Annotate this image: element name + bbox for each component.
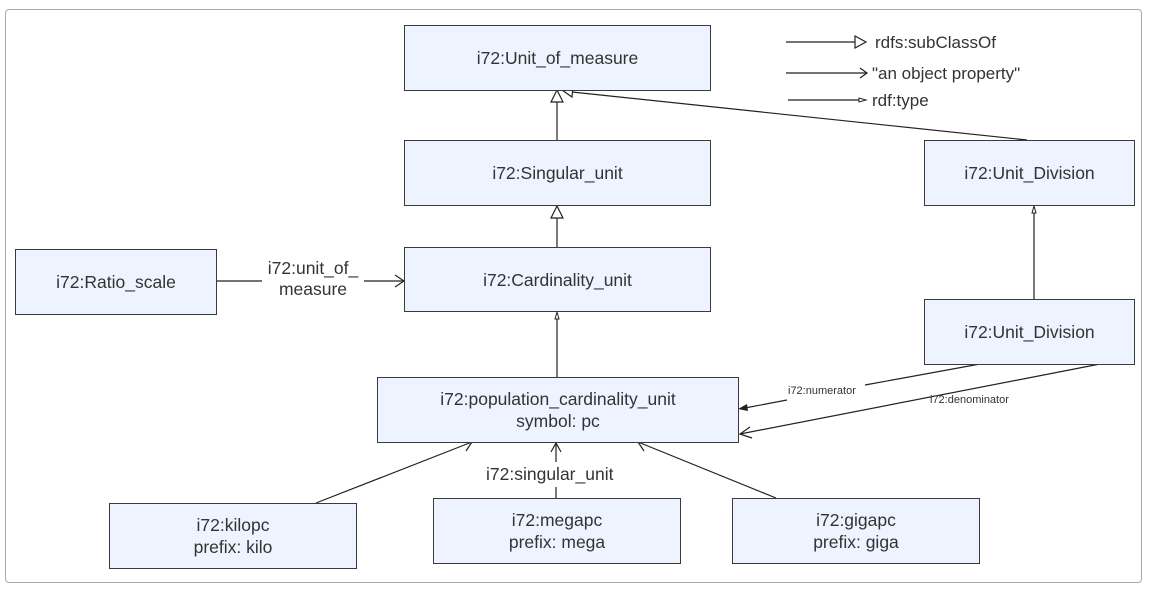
- node-label: i72:gigapc: [816, 510, 896, 530]
- node-label: i72:kilopc: [196, 515, 270, 535]
- node-cardinality-unit[interactable]: i72:Cardinality_unit: [404, 247, 711, 312]
- node-label: i72:Unit_Division: [964, 163, 1095, 183]
- edge-label-unit-of-measure: i72:unit_of_ measure: [262, 258, 364, 300]
- small-arrowhead-icon: [1031, 204, 1037, 214]
- edge-label-numerator: i72:numerator: [788, 385, 856, 397]
- diagram-frame: [5, 9, 1142, 583]
- node-sublabel: prefix: mega: [508, 532, 606, 552]
- node-singular-unit[interactable]: i72:Singular_unit: [404, 140, 711, 206]
- filled-arrowhead-icon: [738, 404, 748, 411]
- open-arrowhead-icon: [859, 67, 869, 79]
- legend-objectproperty-label: "an object property": [872, 64, 1021, 83]
- node-label: i72:Singular_unit: [492, 163, 623, 183]
- edge-unit-division-to-unit-of-measure: [571, 91, 1028, 141]
- edge-label-line: i72:unit_of_: [267, 258, 359, 278]
- hollow-arrowhead-icon: [550, 88, 564, 103]
- node-unit-division-top[interactable]: i72:Unit_Division: [924, 140, 1135, 206]
- node-sublabel: prefix: giga: [813, 532, 899, 552]
- open-arrowhead-icon: [550, 441, 562, 453]
- node-label: i72:population_cardinality_unit: [440, 389, 676, 409]
- edge-label-singular-unit: i72:singular_unit: [486, 464, 614, 485]
- small-arrowhead-icon: [554, 310, 560, 320]
- node-label: i72:Ratio_scale: [56, 272, 176, 292]
- node-ratio-scale[interactable]: i72:Ratio_scale: [15, 249, 217, 315]
- edge-gigapc: [637, 441, 777, 499]
- edge-label-denominator: i72:denominator: [930, 394, 1009, 406]
- edge-denominator: [739, 363, 1101, 435]
- open-arrowhead-icon: [738, 426, 753, 439]
- node-sublabel: prefix: kilo: [193, 537, 273, 557]
- node-label: i72:Unit_Division: [964, 322, 1095, 342]
- edge-label-line: measure: [278, 279, 348, 299]
- node-unit-of-measure[interactable]: i72:Unit_of_measure: [404, 25, 711, 91]
- node-kilopc[interactable]: i72:kilopc prefix: kilo: [109, 503, 357, 569]
- legend-subclassof-label: rdfs:subClassOf: [875, 33, 996, 52]
- node-population-cardinality-unit[interactable]: i72:population_cardinality_unit symbol: …: [377, 377, 739, 443]
- hollow-arrowhead-icon: [550, 204, 564, 219]
- legend-type-label: rdf:type: [872, 91, 929, 110]
- node-unit-division-bottom[interactable]: i72:Unit_Division: [924, 299, 1135, 365]
- hollow-arrowhead-icon: [854, 34, 868, 50]
- edge-numerator: [864, 363, 981, 386]
- node-label: i72:megapc: [511, 510, 603, 530]
- edge-kilopc: [315, 441, 473, 504]
- edge-numerator-tail: [744, 399, 788, 409]
- node-gigapc[interactable]: i72:gigapc prefix: giga: [732, 498, 980, 564]
- node-label: i72:Unit_of_measure: [476, 48, 639, 68]
- node-megapc[interactable]: i72:megapc prefix: mega: [433, 498, 681, 564]
- node-sublabel: symbol: pc: [516, 411, 600, 431]
- node-label: i72:Cardinality_unit: [483, 269, 632, 290]
- small-arrowhead-icon: [858, 97, 868, 103]
